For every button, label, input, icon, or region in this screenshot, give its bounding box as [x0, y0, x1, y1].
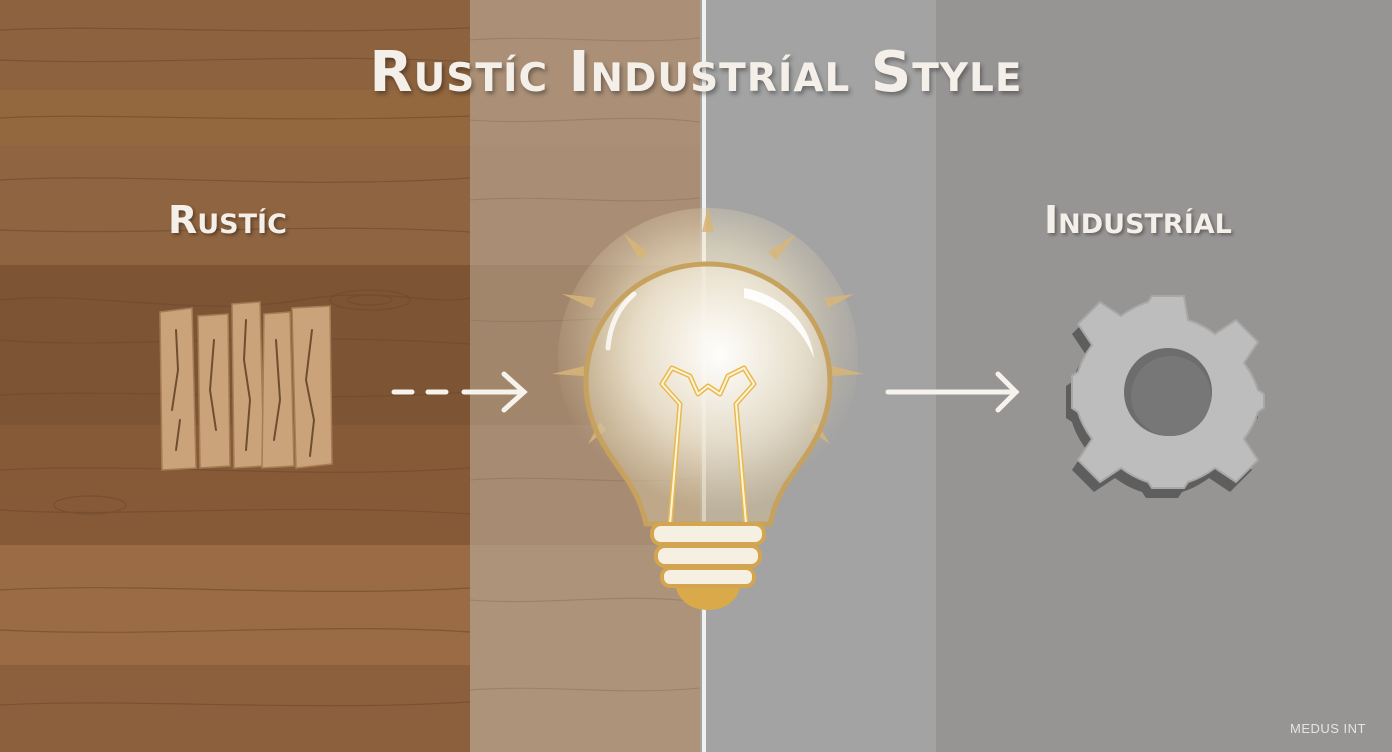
gear-icon [1066, 295, 1265, 498]
wood-planks-icon [159, 301, 333, 471]
light-bulb-icon [552, 206, 864, 610]
rustic-label: Rustíc [168, 198, 287, 242]
page-title: Rustíc Industríal Style [369, 40, 1023, 105]
solid-arrow-icon [885, 371, 1020, 413]
watermark: MEDUS INT [1290, 721, 1366, 736]
industrial-label: Industríal [1044, 198, 1232, 242]
dashed-arrow-icon [391, 371, 528, 413]
